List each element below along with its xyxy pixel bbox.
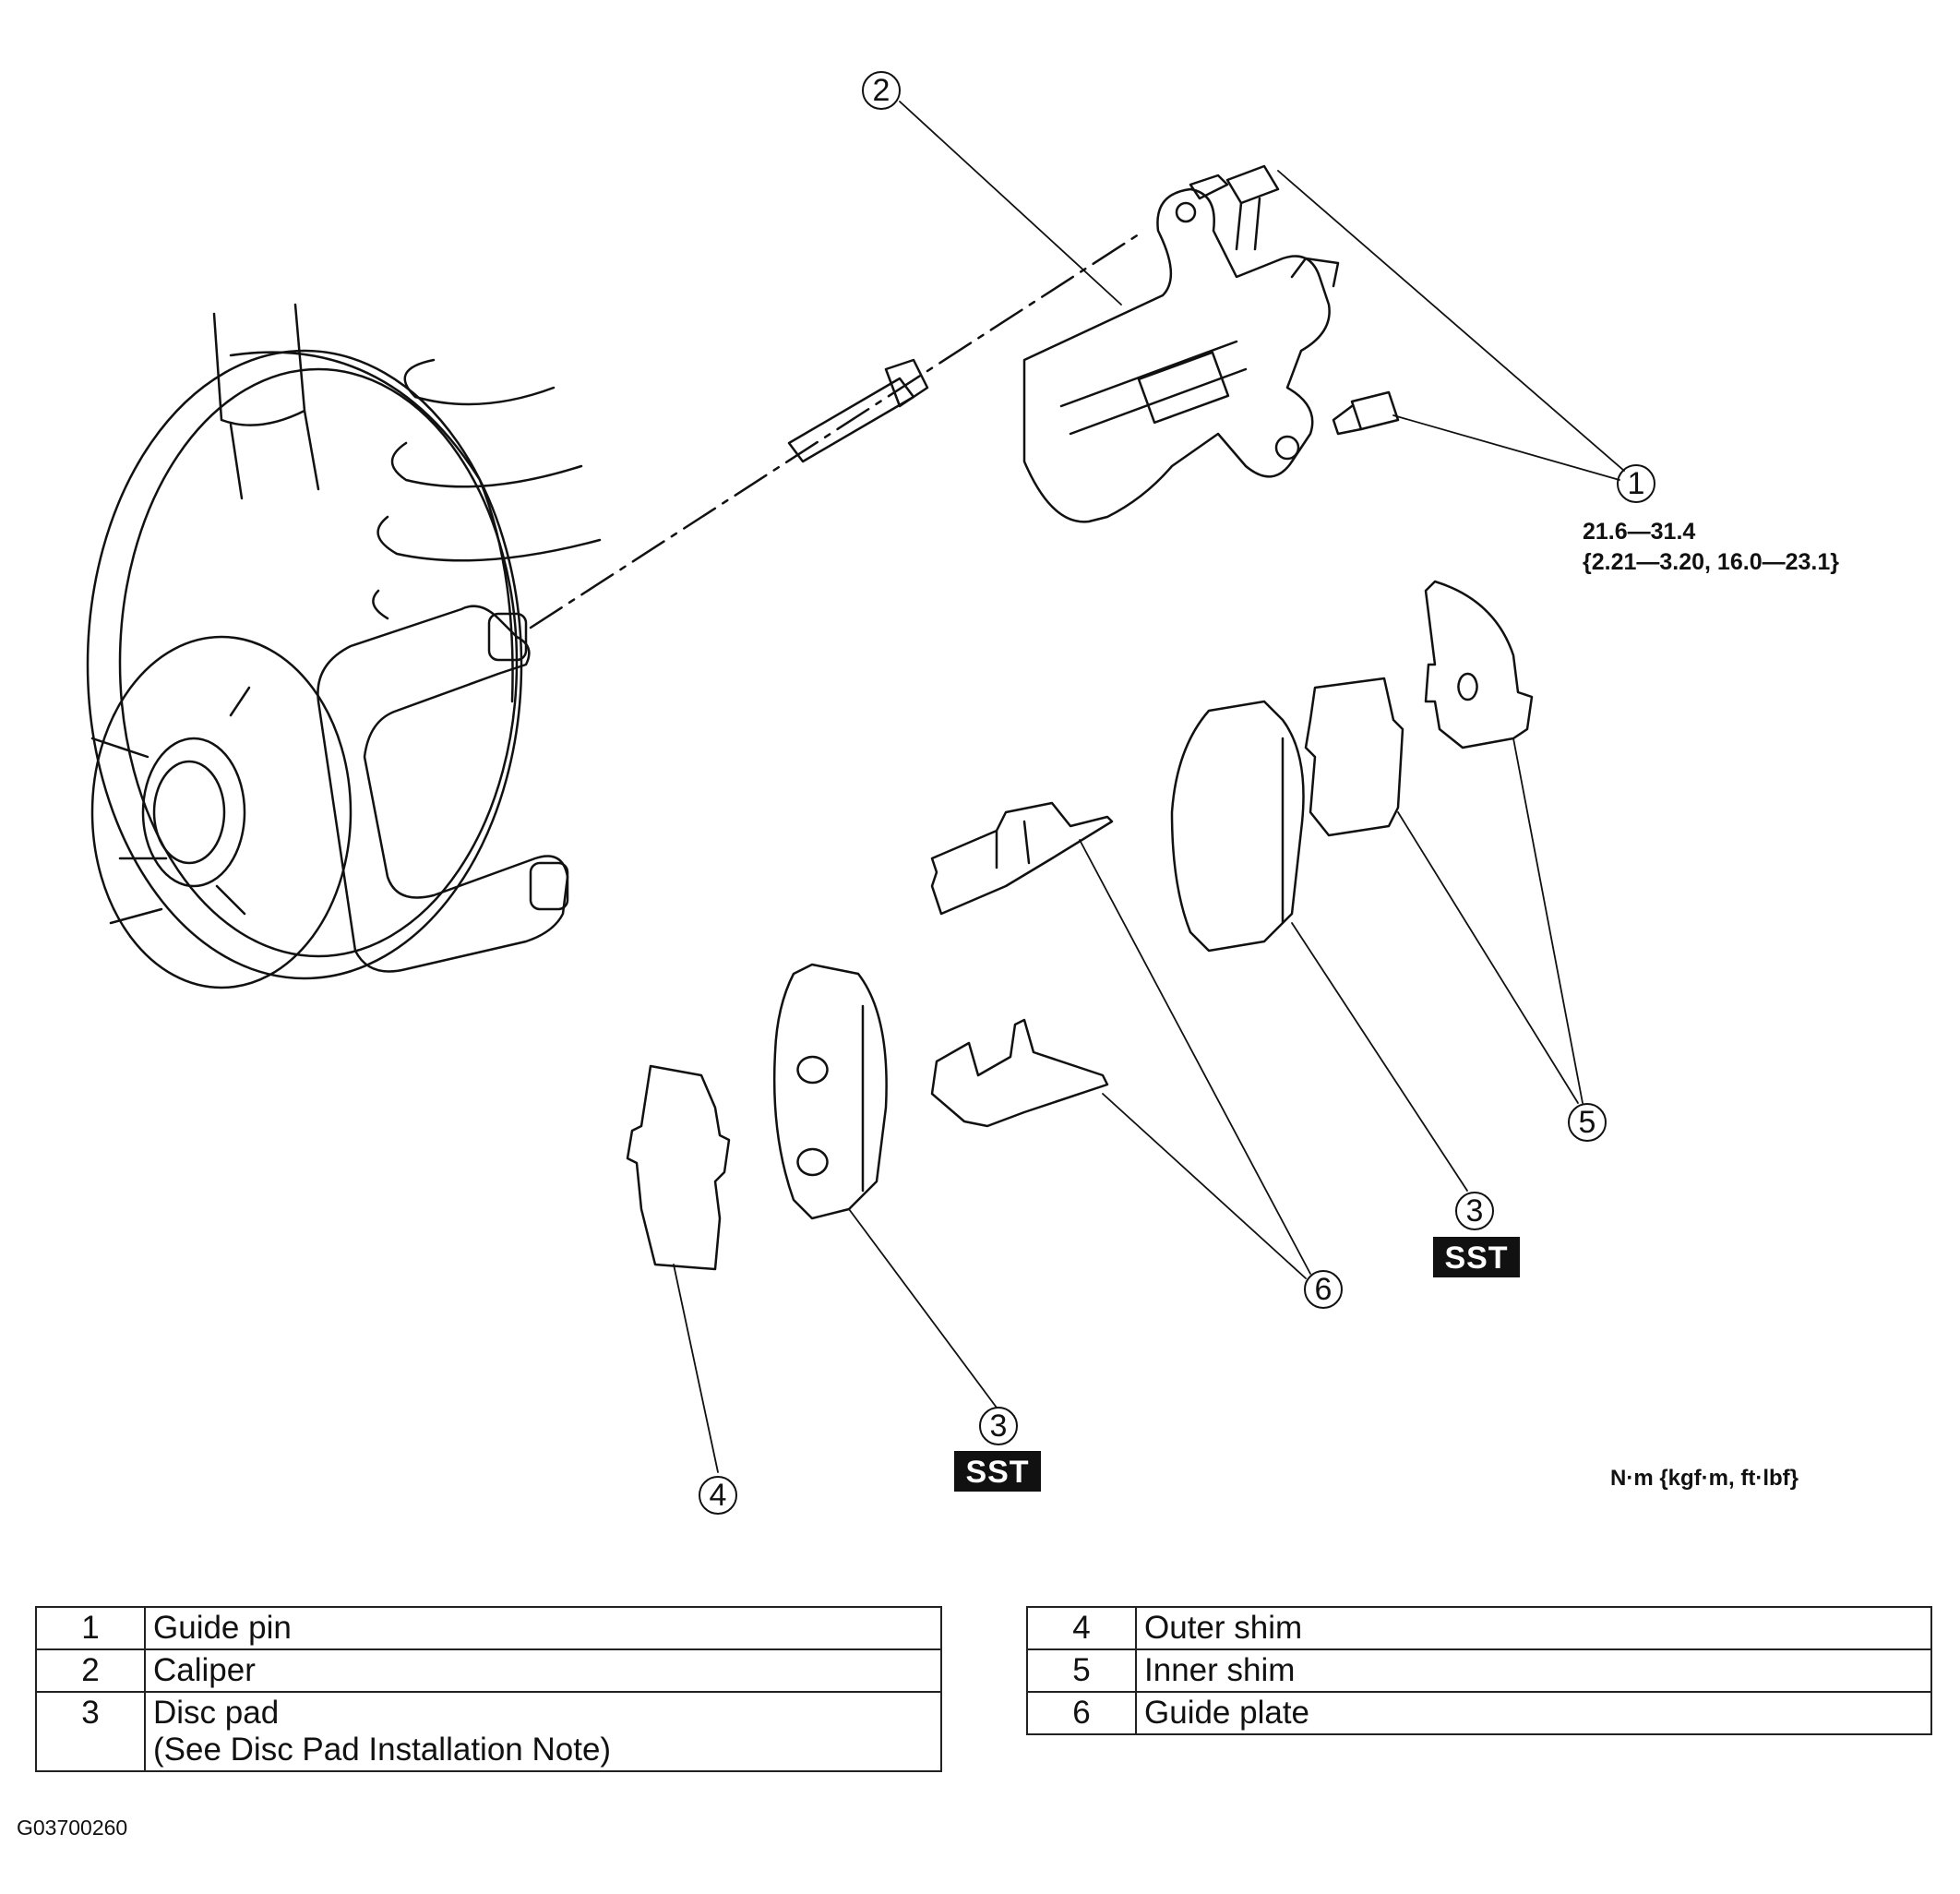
caliper-bracket-drawing bbox=[317, 605, 569, 973]
guide-plate-lower-drawing bbox=[930, 1018, 1109, 1128]
legend-table-left: 1 Guide pin 2 Caliper 3 Disc pad (See Di… bbox=[35, 1606, 942, 1772]
callout-5: 5 bbox=[1579, 1105, 1596, 1140]
legend-table-right: 4 Outer shim 5 Inner shim 6 Guide plate bbox=[1026, 1606, 1932, 1735]
disc-pad-upper-drawing bbox=[1170, 700, 1305, 953]
legend-num: 3 bbox=[35, 1691, 146, 1772]
legend-text: Guide pin bbox=[144, 1606, 942, 1650]
bolt-lower-drawing bbox=[1332, 390, 1400, 436]
brake-exploded-diagram: 2 1 3 3 4 5 6 bbox=[86, 71, 1655, 1515]
inner-shim-drawing bbox=[1424, 580, 1534, 749]
legend-num: 2 bbox=[35, 1648, 146, 1693]
torque-spec-alt: {2.21—3.20, 16.0—23.1} bbox=[1583, 549, 1839, 575]
disc-pad-lower-drawing bbox=[772, 963, 888, 1220]
callout-6: 6 bbox=[1315, 1272, 1333, 1307]
legend-text: Caliper bbox=[144, 1648, 942, 1693]
callout-3-lower: 3 bbox=[990, 1409, 1008, 1444]
legend-note: (See Disc Pad Installation Note) bbox=[153, 1732, 612, 1768]
legend-num: 6 bbox=[1026, 1691, 1137, 1735]
outer-shim-drawing bbox=[626, 1064, 731, 1271]
legend-num: 1 bbox=[35, 1606, 146, 1650]
legend-text: Outer shim bbox=[1135, 1606, 1932, 1650]
callout-4: 4 bbox=[710, 1478, 727, 1513]
table-row: 3 Disc pad (See Disc Pad Installation No… bbox=[35, 1691, 942, 1772]
legend-num: 5 bbox=[1026, 1648, 1137, 1693]
guide-pin-drawing bbox=[787, 358, 929, 463]
table-row: 2 Caliper bbox=[35, 1648, 942, 1693]
table-row: 5 Inner shim bbox=[1026, 1648, 1932, 1693]
caliper-drawing bbox=[1022, 187, 1340, 523]
table-row: 1 Guide pin bbox=[35, 1606, 942, 1650]
table-row: 4 Outer shim bbox=[1026, 1606, 1932, 1650]
leader-lines bbox=[673, 101, 1625, 1473]
bolt-upper-drawing bbox=[1189, 164, 1280, 251]
callout-circles bbox=[699, 71, 1655, 1515]
table-row: 6 Guide plate bbox=[1026, 1691, 1932, 1735]
guide-plate-upper-drawing bbox=[930, 801, 1114, 916]
figure-id: G03700260 bbox=[17, 1816, 128, 1840]
strut-drawing bbox=[212, 303, 602, 620]
legend-text: Inner shim bbox=[1135, 1648, 1932, 1693]
callout-3-upper: 3 bbox=[1466, 1193, 1484, 1229]
sst-badge-upper: SST bbox=[1433, 1237, 1520, 1277]
brake-disc-drawing bbox=[86, 349, 523, 989]
guide-pin-axis-line bbox=[529, 229, 1146, 629]
torque-spec-nm: 21.6—31.4 bbox=[1583, 519, 1696, 545]
inner-pad-backing-drawing bbox=[1304, 677, 1404, 837]
sst-badge-lower: SST bbox=[954, 1451, 1041, 1492]
callout-1: 1 bbox=[1628, 466, 1645, 501]
torque-spec: 21.6—31.4 {2.21—3.20, 16.0—23.1} bbox=[1583, 517, 1839, 578]
legend-text-cell: Disc pad (See Disc Pad Installation Note… bbox=[144, 1691, 942, 1772]
torque-units: N·m {kgf·m, ft·lbf} bbox=[1610, 1466, 1799, 1491]
callout-2: 2 bbox=[873, 73, 890, 108]
legend-num: 4 bbox=[1026, 1606, 1137, 1650]
legend-text: Disc pad bbox=[153, 1695, 280, 1731]
legend-text: Guide plate bbox=[1135, 1691, 1932, 1735]
